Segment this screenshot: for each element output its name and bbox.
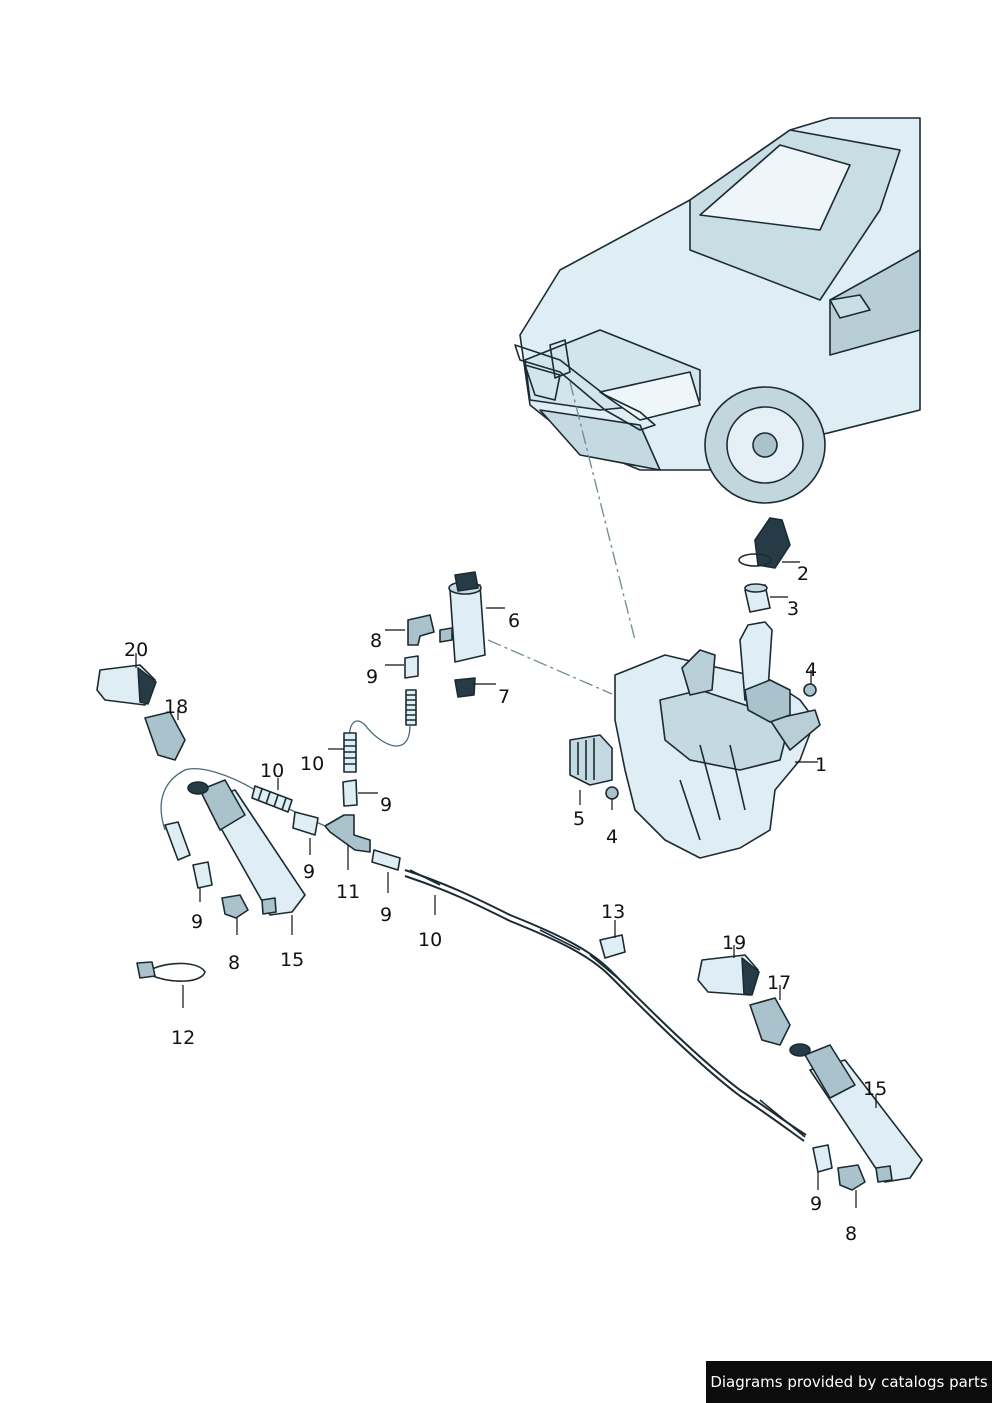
- washer-pump: [439, 571, 486, 663]
- nut-lower: [605, 786, 619, 800]
- elbow-connector-upper: [407, 614, 435, 646]
- callout-10-left: 10: [260, 760, 284, 782]
- nozzle-cover-right: [697, 954, 760, 996]
- callout-11: 11: [336, 881, 360, 903]
- headlight-washer-nozzle-right: [789, 1043, 923, 1183]
- callout-8-upper: 8: [370, 630, 382, 652]
- credit-text: Diagrams provided by catalogs parts: [710, 1373, 988, 1391]
- callout-4-upper: 4: [805, 659, 817, 681]
- callout-2: 2: [797, 563, 809, 585]
- corrugated-hose-left-lower: [164, 821, 191, 861]
- callout-9-middle: 9: [380, 794, 392, 816]
- callout-19: 19: [722, 932, 746, 954]
- callout-15-left: 15: [280, 949, 304, 971]
- callout-5: 5: [573, 808, 585, 830]
- pump-grommet: [454, 677, 476, 698]
- corrugated-hose-middle: [343, 732, 357, 773]
- filler-strainer: [744, 583, 771, 613]
- hose-clip: [599, 934, 626, 959]
- callout-labels: 1 2 3 4 4 5 6 7 8 9 10 9 11 10 9 9 10 9 …: [124, 563, 887, 1245]
- hose-connector-right: [812, 1144, 833, 1173]
- reservoir-bracket: [569, 734, 613, 786]
- t-piece-connector: [324, 814, 371, 853]
- hose-connector-left-b: [192, 861, 213, 889]
- callout-3: 3: [787, 598, 799, 620]
- corrugated-hose-left-upper: [251, 785, 293, 813]
- elbow-connector-right: [837, 1164, 866, 1191]
- nut-upper: [803, 683, 817, 697]
- callout-18: 18: [164, 696, 188, 718]
- corrugated-hose-upper: [405, 689, 417, 726]
- main-hose: [371, 849, 807, 1142]
- callout-9-upper: 9: [366, 666, 378, 688]
- callout-1: 1: [815, 754, 827, 776]
- callout-10-upper: 10: [300, 753, 324, 775]
- callout-8-left: 8: [228, 952, 240, 974]
- hose-connector-left-a: [292, 811, 319, 836]
- callout-8-right: 8: [845, 1223, 857, 1245]
- callout-9-left-b: 9: [380, 904, 392, 926]
- pump-to-reservoir-leader: [487, 639, 613, 695]
- callout-15-right: 15: [863, 1078, 887, 1100]
- callout-9-left-c: 9: [191, 911, 203, 933]
- headlight-washer-nozzle-left: [187, 779, 306, 916]
- callout-10-main: 10: [418, 929, 442, 951]
- elbow-connector-left: [221, 894, 249, 919]
- reservoir-cap: [738, 517, 791, 569]
- callout-17: 17: [767, 972, 791, 994]
- credit-banner: Diagrams provided by catalogs parts: [706, 1361, 992, 1403]
- nozzle-cover-left: [96, 664, 157, 706]
- callout-6: 6: [508, 610, 520, 632]
- nozzle-holder-right: [749, 997, 791, 1046]
- callout-7: 7: [498, 686, 510, 708]
- callout-9-left-a: 9: [303, 861, 315, 883]
- nozzle-holder-left: [144, 711, 186, 761]
- hose-connector-middle: [342, 779, 358, 807]
- car-illustration: [514, 117, 921, 504]
- callout-12: 12: [171, 1027, 195, 1049]
- car-to-reservoir-leader: [569, 381, 636, 641]
- thin-hose-link: [349, 720, 411, 747]
- callout-leaders: [135, 561, 877, 1208]
- callout-13: 13: [601, 901, 625, 923]
- washer-reservoir: [614, 621, 821, 859]
- callout-4-lower: 4: [606, 826, 618, 848]
- hose-connector-upper: [404, 655, 419, 679]
- callout-9-right: 9: [810, 1193, 822, 1215]
- callout-20: 20: [124, 639, 148, 661]
- cable-strap: [136, 961, 206, 982]
